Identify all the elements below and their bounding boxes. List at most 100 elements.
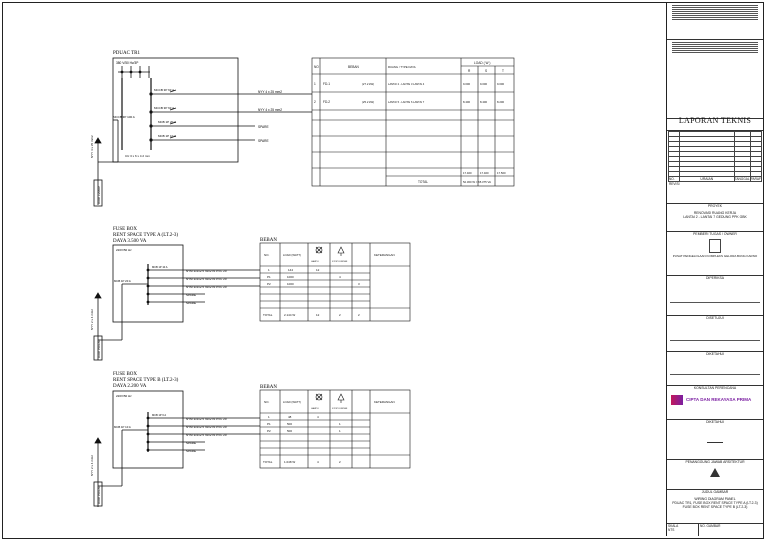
fuse-b-row-2-load: 500 <box>287 422 292 426</box>
pduac-vertical-cable: NYY 4 x 35 mm2 <box>90 135 94 158</box>
owner-logo <box>709 239 721 253</box>
fuse-a-header-lamp: LAMPU <box>311 260 319 263</box>
fuse-a-total-load: 2.144 W <box>284 313 295 317</box>
fuse-b-circuit-5-cable: SPARE <box>186 449 196 453</box>
rev-header-no: NO. <box>668 176 680 182</box>
fuse-a-total-label: TOTAL <box>263 313 273 317</box>
owner-name: PUSAT PENGELOLAAN KOMPLEKS GELORA BUNG K… <box>672 254 758 258</box>
fuse-b-row-2-no: P1 <box>267 422 271 426</box>
checked-label: DIPERIKSA <box>705 276 725 280</box>
consultant-box: KONSULTAN PERENCANA CIPTA DAN REKAYASA P… <box>667 385 763 419</box>
fuse-a-row-1-no: 1 <box>268 268 270 272</box>
fuse-a-header-load: LOAD (WATT) <box>283 253 301 257</box>
drawing-title-label: JUDUL GAMBAR <box>701 490 729 494</box>
fuse-a-circuit-4-cable: SPARE <box>186 293 196 297</box>
pduac-feeder-2-cable: NYY 4 x 25 mm2 <box>258 108 282 112</box>
signature-mark <box>707 430 723 443</box>
fuse-a-dots <box>146 268 150 304</box>
fuse-a-source-label: DARI PDUAC <box>97 339 101 358</box>
fuse-a-panel-frame <box>112 244 184 323</box>
wiring-diagram-canvas: PDUAC TR1 380 V/50 Hz/3P MCCB 3P 63 A MC… <box>90 51 515 507</box>
fuse-a-circuit-5-cable: SPARE <box>186 301 196 305</box>
fuse-a-row-3-load: 1000 <box>287 282 294 286</box>
pduac-title: PDUAC TR1 <box>113 51 140 56</box>
pduac-dots <box>120 70 153 142</box>
approved-box: DISETUJUI <box>667 315 763 351</box>
scale-value: NTS <box>668 528 675 532</box>
pduac-feeder-4-cable: SPARE <box>258 139 269 143</box>
pduac-feeder-1-cable: NYY 4 x 25 mm2 <box>258 90 282 94</box>
fuse-a-row-1-load: 144 <box>288 268 293 272</box>
fuse-a-header-socket: STOP KONTAK <box>332 260 348 263</box>
pduac-feeder-4-rating: MCB 1P 10 A <box>158 134 176 138</box>
pduac-row-1-no: 1 <box>314 82 316 86</box>
pduac-panel-frame <box>112 57 239 163</box>
fuse-b-total-load: 1.048 W <box>284 460 295 464</box>
drawing-title-line-2: PDUAC TR1, FUSE BOX RENT SPACE TYPE A (L… <box>672 501 758 505</box>
rev-header-paraf: PARAF <box>749 176 763 182</box>
rev-header-uraian: URAIAN <box>679 176 735 182</box>
drawing-title-box: JUDUL GAMBAR WIRING DIAGRAM PANEL PDUAC … <box>667 489 763 523</box>
fuse-b-incomer: MCB 1P 10 A <box>114 425 131 429</box>
fuse-b-load-table <box>259 389 411 469</box>
fuse-b-vertical-cable: NYY 2 x 4 mm2 <box>90 455 94 476</box>
pduac-subtotal-r: 17.400 <box>463 171 472 175</box>
pduac-total-label: TOTAL <box>418 180 428 184</box>
pduac-feeder-3-rating: MCB 1P 20 A <box>158 120 176 124</box>
fuse-a-vertical-cable: NYY 2 x 4 mm2 <box>90 309 94 330</box>
fuse-a-main-label: 220V/50 Hz <box>116 248 132 252</box>
pduac-row-2-s: 8.400 <box>480 100 487 104</box>
fuse-b-circuit-3-cable: NYM 3x1x2.5 mm2 IN PVC 20 <box>186 433 227 437</box>
fuse-a-row-2-load: 1000 <box>287 275 294 279</box>
fuse-a-circuit-1-cable: NYM 3x1x2.5 mm2 IN PVC 20 <box>186 269 227 273</box>
pduac-row-2-t: 8.200 <box>497 100 504 104</box>
pduac-total-value: 52.300 W = 65.375 VA <box>463 180 491 184</box>
fuse-a-total-socket: 2 <box>339 313 341 317</box>
pduac-table-header-s: S <box>485 69 487 73</box>
pduac-source-label: DARI LVMDP <box>97 186 101 204</box>
fuse-b-header-lamp: LAMPU <box>311 407 319 410</box>
scale-number-box: SKALA NTS NO. GAMBAR <box>667 523 763 536</box>
scale-cell: SKALA NTS <box>667 524 699 536</box>
report-title-box: LAPORAN TEKNIS <box>667 117 763 130</box>
checked-box: DIPERIKSA <box>667 275 763 315</box>
project-box: PROYEK RENOVASI RUANG KERJA LANTAI 2 - L… <box>667 203 763 231</box>
owner-box: PEMBERI TUGAS / OWNER PUSAT PENGELOLAAN … <box>667 231 763 275</box>
pduac-row-1-s: 9.000 <box>480 82 487 86</box>
pduac-bus-label: CU 3 x 6 x 4 2 mm <box>125 154 150 158</box>
fuse-a-circuit-1-rating: MCB 1P 10 A <box>152 265 168 269</box>
fuse-b-row-1-no: 1 <box>268 415 270 419</box>
acknowledged-label-2: DIKETAHUI <box>706 420 724 424</box>
socket-icon <box>337 246 345 256</box>
drawing-number-cell: NO. GAMBAR <box>699 524 763 536</box>
scale-label: SKALA <box>668 524 679 528</box>
pduac-main-label: 380 V/50 Hz/3P <box>116 61 138 65</box>
consultant-logo-row: CIPTA DAN REKAYASA PRIMA <box>667 390 763 405</box>
architect-label: PENANGGUNG JAWAB ARSITEKTUR <box>685 460 745 464</box>
fuse-b-header-no: NO. <box>264 400 270 404</box>
fuse-a-circuit-2-cable: NYM 3x1x2.5 mm2 IN PVC 20 <box>186 277 227 281</box>
fuse-a-row-3-ac: 3 <box>358 282 360 286</box>
general-notes <box>667 3 763 39</box>
fuse-a-circuit-3-cable: NYM 3x1x2.5 mm2 IN PVC 20 <box>186 285 227 289</box>
pduac-feeder-3-cable: SPARE <box>258 125 269 129</box>
pduac-table-header-r: R <box>468 69 471 73</box>
fuse-b-panel-frame <box>112 390 184 469</box>
pduac-table-header-no: NO <box>314 65 319 69</box>
fuse-b-circuit-4-cable: SPARE <box>186 441 196 445</box>
acknowledged-box-2: DIKETAHUI <box>667 419 763 459</box>
fuse-b-row-3-ac: 1 <box>339 429 341 433</box>
lamp-icon <box>315 393 323 401</box>
fuse-a-beban-title: BEBAN <box>260 238 277 243</box>
consultant-label: KONSULTAN PERENCANA <box>693 386 737 390</box>
socket-icon <box>337 393 345 403</box>
consultant-name: CIPTA DAN REKAYASA PRIMA <box>686 397 752 402</box>
pduac-incomer-label: MCCB 3P 100 A <box>113 115 135 119</box>
fuse-b-header-ket: KETERANGAN <box>374 400 395 404</box>
fuse-b-total-socket: 2 <box>339 460 341 464</box>
fuse-b-row-3-load: 500 <box>287 429 292 433</box>
pduac-source-box <box>93 179 103 207</box>
fuse-a-incomer: MCB 1P 20 A <box>114 279 131 283</box>
